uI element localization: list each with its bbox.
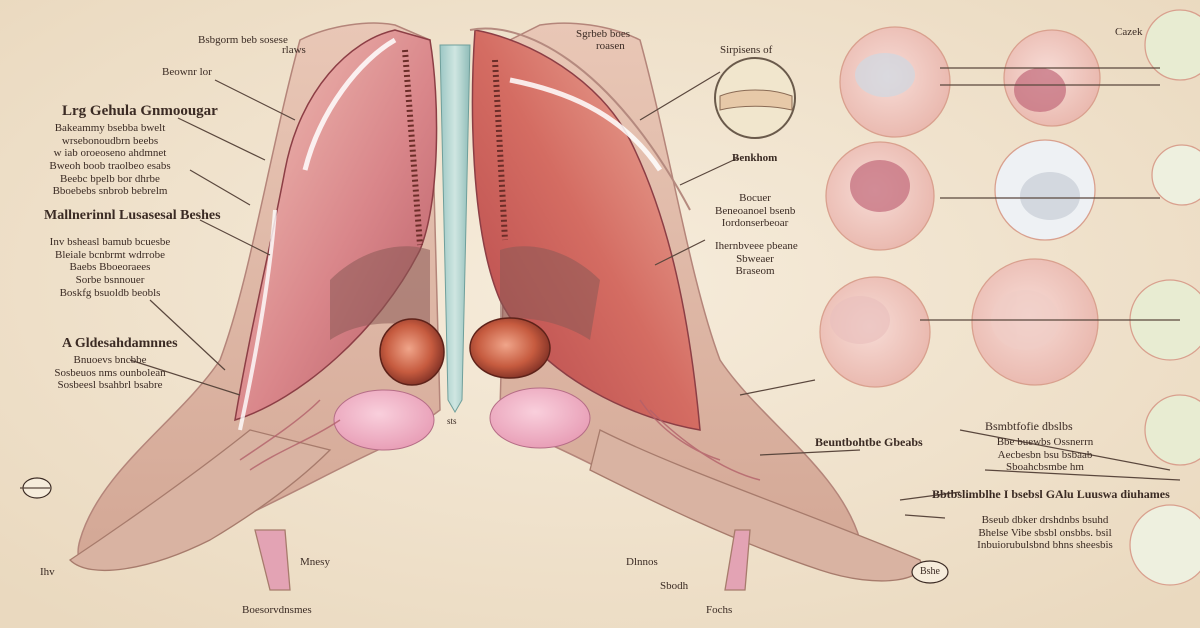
left-heading-1-line: Bakeammy bsebba bwelt bbox=[54, 122, 166, 134]
left-heading-2-line: Boskfg bsuoldb beobls bbox=[59, 286, 161, 299]
left-heading-1-line: wrsebonoudbrn beebs bbox=[61, 134, 159, 147]
left-heading-3-line: Sosbeesl bsahbrl bsabre bbox=[57, 379, 163, 392]
label-bottom-right-a: Bshe bbox=[920, 566, 940, 577]
label-top-right: Cazek bbox=[1115, 26, 1143, 38]
leader-lines bbox=[20, 67, 1181, 519]
center-list-item: Sbweaer bbox=[736, 252, 774, 265]
label-top-center-b: roasen bbox=[596, 40, 625, 52]
right-mid-2-line: Aecbesbn bsu bsbaab bbox=[997, 448, 1093, 461]
center-list-item: Beneoanoel bsenb bbox=[715, 204, 796, 217]
label-right-bottom-head: Bbtbslimblhe I bsebsl GAlu Luuswa diuham… bbox=[932, 487, 1170, 501]
left-heading-1-line: Beebc bpelb bor dhrbe bbox=[60, 172, 160, 185]
left-gland bbox=[379, 318, 445, 386]
left-heading-1-line: Bboebebs snbrob bebrelm bbox=[52, 185, 168, 198]
left-heading-3: A Gldesahdamnnes bbox=[62, 336, 178, 351]
right-bottom-line: Bseub dbker drshdnbs bsuhd bbox=[981, 514, 1109, 526]
center-list-item: Bocuer bbox=[739, 192, 771, 204]
right-mid-2-sub: Bbe buewbs Ossnerrn Aecbesbn bsu bsbaab … bbox=[980, 436, 1110, 474]
left-heading-2-sub: Inv bsheasl bamub bcuesbe Bleiale bcnbrm… bbox=[40, 236, 180, 299]
center-list: Bocuer Beneoanoel bsenb Iordonserbeoar I… bbox=[715, 192, 798, 278]
right-bottom-sub: Bseub dbker drshdnbs bsuhd Bhelse Vibe s… bbox=[960, 514, 1130, 552]
right-mid-2-line: Sboahcbsmbe hm bbox=[1006, 461, 1084, 474]
label-bottom-left-b: Mnesy bbox=[300, 556, 330, 568]
label-top-left-b: rlaws bbox=[282, 44, 306, 56]
left-heading-1-sub: Bakeammy bsebba bwelt wrsebonoudbrn beeb… bbox=[45, 122, 175, 198]
label-bottom-left-a: Ihv bbox=[40, 566, 55, 578]
left-heading-3-sub: Bnuoevs bncbbe Sosbeuos nms ounbolean So… bbox=[50, 354, 170, 392]
right-gland bbox=[469, 317, 551, 379]
label-top-left-c: Beownr lor bbox=[162, 66, 212, 78]
central-tube bbox=[439, 44, 471, 413]
label-top-center: Sgrbeb boes bbox=[576, 28, 631, 40]
left-heading-2: Mallnerinnl Lusasesal Beshes bbox=[44, 208, 221, 223]
label-bottom-left-c: Boesorvdnsmes bbox=[242, 604, 312, 616]
fibers bbox=[239, 399, 761, 481]
label-right-mid-2: Bsmbtfofie dbslbs bbox=[985, 419, 1073, 433]
center-list-item: Iordonserbeoar bbox=[721, 217, 789, 230]
left-heading-3-line: Bnuoevs bncbbe bbox=[73, 354, 147, 366]
left-pink-pad bbox=[333, 389, 435, 451]
label-center-small: sts bbox=[447, 416, 457, 426]
label-inset-title: Sirpisens of bbox=[720, 44, 773, 56]
left-heading-2-line: Sorbe bsnnouer bbox=[75, 273, 145, 286]
left-heading-2-line: Baebs Bboeoraees bbox=[69, 261, 151, 274]
left-heading-2-line: Bleiale bcnbrmt wdrrobe bbox=[55, 248, 165, 261]
left-heading-1-line: w iab oroeoseno ahdmnet bbox=[53, 147, 167, 160]
right-end-cap bbox=[911, 560, 949, 584]
right-pink-pad bbox=[489, 387, 591, 449]
left-heading-1: Lrg Gehula Gnmoougar bbox=[62, 103, 218, 119]
left-heading-2-line: Inv bsheasl bamub bcuesbe bbox=[49, 236, 171, 248]
label-bottom-mid-b: Sbodh bbox=[660, 580, 689, 592]
label-right-mid-1: Beuntbohtbe Gbeabs bbox=[815, 435, 923, 449]
label-top-left-a: Bsbgorm beb sosese bbox=[198, 34, 288, 46]
lower-structures bbox=[68, 429, 922, 591]
center-list-item: Braseom bbox=[735, 265, 775, 278]
label-bottom-mid-c: Fochs bbox=[706, 604, 733, 616]
right-bottom-line: Bhelse Vibe sbsbl onsbbs. bsil bbox=[978, 526, 1112, 539]
right-bottom-line: Inbuiorubulsbnd bhns sheesbis bbox=[977, 539, 1113, 552]
label-bottom-mid-a: Dlnnos bbox=[626, 556, 658, 568]
left-heading-1-line: Bweoh boob traolbeo esabs bbox=[49, 159, 171, 172]
right-mid-2-line: Bbe buewbs Ossnerrn bbox=[996, 436, 1094, 448]
center-list-item: Ihernbveee pbeane bbox=[715, 239, 798, 252]
left-heading-3-line: Sosbeuos nms ounbolean bbox=[54, 366, 166, 379]
left-organ bbox=[234, 29, 438, 431]
label-center-mid: Benkhom bbox=[732, 152, 778, 164]
